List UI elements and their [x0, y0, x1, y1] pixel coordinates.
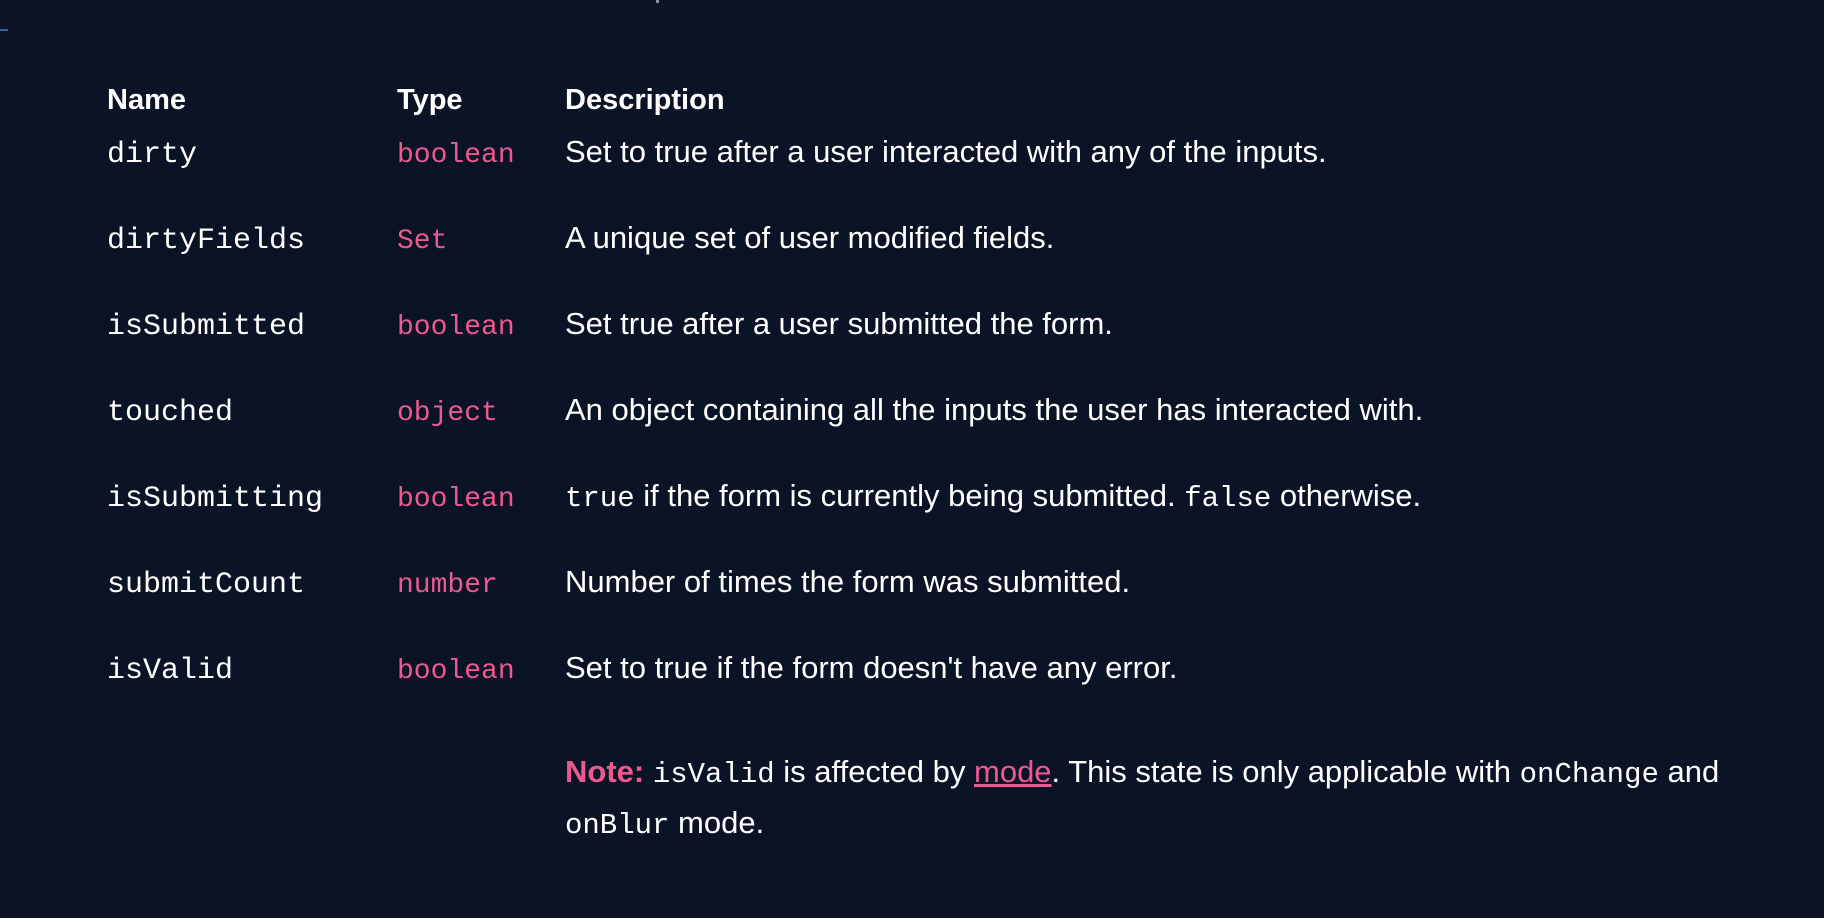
column-header-type: Type — [397, 84, 463, 116]
prop-name: dirty — [107, 138, 198, 172]
table-header-row: Name Type Description — [107, 84, 1817, 134]
decorative-dash — [0, 29, 8, 31]
prop-type: boolean — [397, 484, 515, 515]
prop-name: dirtyFields — [107, 224, 306, 258]
inline-code-false: false — [1184, 482, 1272, 515]
prop-type: number — [397, 570, 498, 601]
prop-name: isSubmitted — [107, 310, 306, 344]
note-text: is affected by — [774, 754, 974, 789]
prop-name: isSubmitting — [107, 482, 324, 516]
prop-type: Set — [397, 226, 448, 257]
table-row: dirtyFields Set A unique set of user mod… — [107, 220, 1817, 306]
prop-type: boolean — [397, 656, 515, 687]
prop-name: touched — [107, 396, 234, 430]
table-row: isSubmitted boolean Set true after a use… — [107, 306, 1817, 392]
note-label: Note: — [565, 754, 645, 789]
inline-code-onblur: onBlur — [565, 809, 670, 842]
decorative-dot — [656, 0, 659, 3]
prop-type: boolean — [397, 312, 515, 343]
isvalid-note: Note: isValid is affected by mode. This … — [565, 748, 1815, 850]
note-text: and — [1658, 754, 1720, 789]
column-header-description: Description — [565, 84, 725, 116]
table-row: touched object An object containing all … — [107, 392, 1817, 478]
inline-code-onchange: onChange — [1519, 758, 1659, 791]
table-row: submitCount number Number of times the f… — [107, 564, 1817, 650]
note-text: mode. — [669, 805, 765, 840]
mode-link[interactable]: mode — [974, 754, 1052, 789]
prop-name: submitCount — [107, 568, 306, 602]
inline-code-true: true — [565, 482, 635, 515]
prop-type: boolean — [397, 140, 515, 171]
inline-code-isvalid: isValid — [652, 758, 775, 791]
table-row: dirty boolean Set to true after a user i… — [107, 134, 1817, 220]
prop-description: Set true after a user submitted the form… — [565, 306, 1113, 341]
table-row: isSubmitting boolean true if the form is… — [107, 478, 1817, 564]
prop-description: Number of times the form was submitted. — [565, 564, 1131, 599]
prop-description: An object containing all the inputs the … — [565, 392, 1424, 427]
prop-description: A unique set of user modified fields. — [565, 220, 1055, 255]
description-text: if the form is currently being submitted… — [634, 478, 1185, 513]
prop-description: Set to true after a user interacted with… — [565, 134, 1327, 169]
prop-type: object — [397, 398, 498, 429]
form-state-table: Name Type Description dirty boolean Set … — [107, 84, 1817, 736]
column-header-name: Name — [107, 84, 186, 116]
note-text: . This state is only applicable with — [1051, 754, 1520, 789]
prop-name: isValid — [107, 654, 234, 688]
prop-description: Set to true if the form doesn't have any… — [565, 650, 1178, 685]
prop-description: true if the form is currently being subm… — [565, 478, 1817, 515]
table-row: isValid boolean Set to true if the form … — [107, 650, 1817, 736]
description-text: otherwise. — [1271, 478, 1422, 513]
